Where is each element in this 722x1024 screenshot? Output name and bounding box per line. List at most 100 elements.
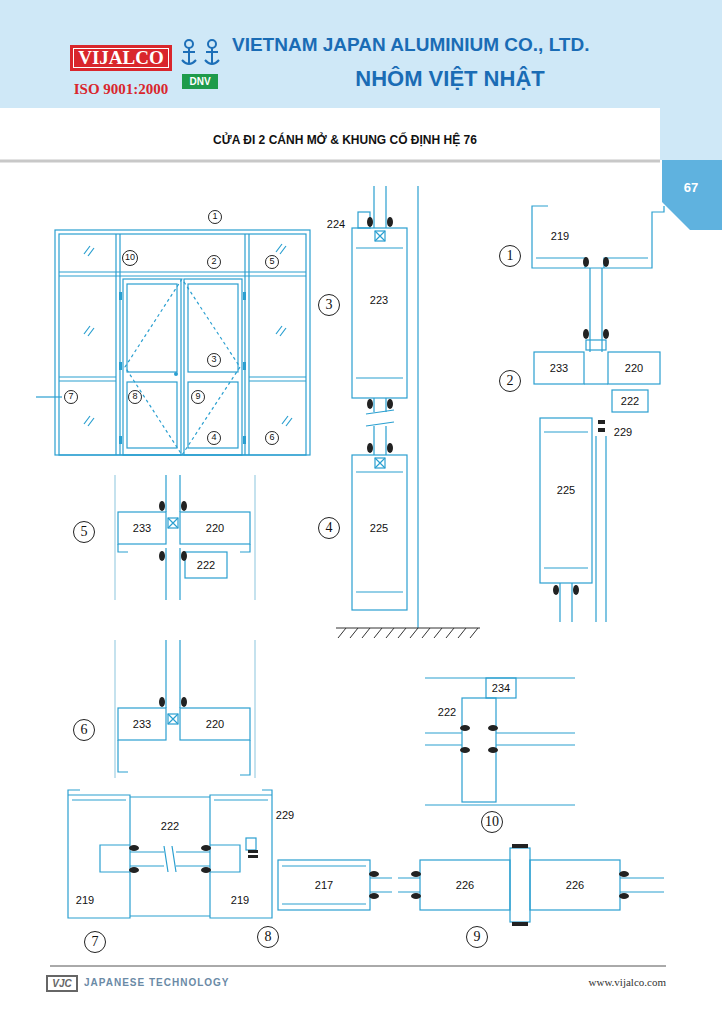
- gasket: [248, 850, 258, 853]
- node-text: 3: [326, 297, 333, 312]
- floor: [338, 628, 478, 638]
- gasket: [411, 871, 421, 877]
- hinge-mark: [243, 292, 246, 300]
- section-number: 2: [499, 370, 521, 392]
- section-7-8-9: [282, 866, 366, 904]
- gasket: [553, 585, 559, 595]
- door-elevation: [84, 244, 292, 426]
- part-number: 233: [549, 362, 569, 374]
- section-1-2: [584, 383, 608, 384]
- door-elevation: [59, 377, 306, 381]
- section-number: 8: [257, 926, 279, 948]
- section-5-6: [180, 512, 250, 544]
- part-number: 234: [491, 682, 511, 694]
- hinge-mark: [174, 372, 178, 376]
- gasket: [488, 747, 498, 753]
- section-number: 5: [73, 521, 95, 543]
- node-text: 9: [474, 929, 481, 944]
- header-band: [660, 108, 722, 160]
- anchor-icon: [185, 40, 193, 48]
- gasket: [598, 420, 605, 424]
- part-number: 222: [620, 395, 640, 407]
- part-number: 225: [556, 484, 576, 496]
- page-number-tab: 67: [684, 181, 698, 195]
- door-elevation: [127, 284, 177, 372]
- gasket: [583, 257, 589, 267]
- section-1-2: [586, 340, 606, 350]
- section-7-8-9: [130, 846, 210, 872]
- gasket: [573, 585, 579, 595]
- section-1-2: [534, 352, 584, 384]
- section-7-8-9: [278, 860, 370, 910]
- node-text: 8: [265, 929, 272, 944]
- node-text: 67: [684, 181, 698, 195]
- part-number: 224: [326, 218, 346, 230]
- door-elevation: [125, 279, 240, 455]
- footer-rule: [50, 966, 666, 967]
- part-number: 222: [437, 706, 457, 718]
- gasket: [512, 844, 528, 848]
- node-text: 2: [211, 257, 216, 267]
- section-3-4: [352, 186, 418, 628]
- section-3-4: [366, 410, 394, 426]
- section-3-4: [356, 248, 403, 378]
- section-5-6: [118, 544, 250, 552]
- door-elevation: [188, 382, 238, 448]
- node-text: 4: [211, 433, 216, 443]
- gasket: [460, 725, 470, 731]
- section-1-2: [608, 352, 660, 384]
- section-5-6: [168, 714, 178, 724]
- section-7-8-9: [420, 860, 510, 910]
- section-number: 10: [481, 811, 503, 833]
- section-number: 1: [499, 245, 521, 267]
- gasket: [369, 871, 379, 877]
- node-text: 9: [195, 392, 200, 402]
- node-text: 10: [485, 814, 499, 829]
- cert-text: ISO 9001:2000: [74, 81, 169, 98]
- part-number: 223: [369, 294, 389, 306]
- door-elevation: [184, 279, 242, 455]
- footer-rule: [50, 966, 666, 967]
- node-text: 6: [269, 433, 274, 443]
- gasket: [248, 855, 258, 858]
- gasket: [598, 428, 605, 432]
- part-number: 222: [196, 559, 216, 571]
- gasket: [411, 893, 421, 899]
- section-5-6: [115, 475, 255, 778]
- gasket: [512, 922, 528, 926]
- node-text: 1: [507, 248, 514, 263]
- section-3-4: [352, 228, 407, 398]
- callout-number: 8: [128, 390, 142, 404]
- door-elevation: [36, 396, 62, 397]
- section-number: 6: [73, 719, 95, 741]
- section-3-4: [356, 472, 403, 592]
- logo-box: VIJALCO: [70, 45, 172, 72]
- door-elevation: [55, 230, 310, 455]
- section-7-8-9: [68, 790, 130, 918]
- section-10: [425, 678, 575, 805]
- section-7-8-9: [130, 797, 210, 916]
- part-number: 233: [132, 522, 152, 534]
- door-elevation: [59, 234, 306, 455]
- part-number: 225: [369, 522, 389, 534]
- gasket: [159, 501, 165, 511]
- footer-url: www.vijalco.com: [589, 976, 667, 988]
- section-3-4: [375, 458, 385, 468]
- callout-number: 10: [122, 250, 138, 266]
- header-band: [0, 0, 722, 160]
- gasket: [159, 697, 165, 707]
- section-1-2: [612, 390, 648, 412]
- callout-number: 3: [207, 353, 221, 367]
- section-10: [425, 678, 575, 805]
- gasket: [367, 217, 373, 227]
- gasket: [460, 747, 470, 753]
- hinge-mark: [119, 362, 122, 370]
- callout-number: 7: [64, 390, 78, 404]
- section-1-2: [544, 432, 588, 568]
- section-7-8-9: [210, 790, 272, 918]
- part-number: 229: [275, 809, 295, 821]
- gasket: [181, 551, 187, 561]
- section-number: 9: [466, 926, 488, 948]
- door-elevation: [123, 279, 181, 455]
